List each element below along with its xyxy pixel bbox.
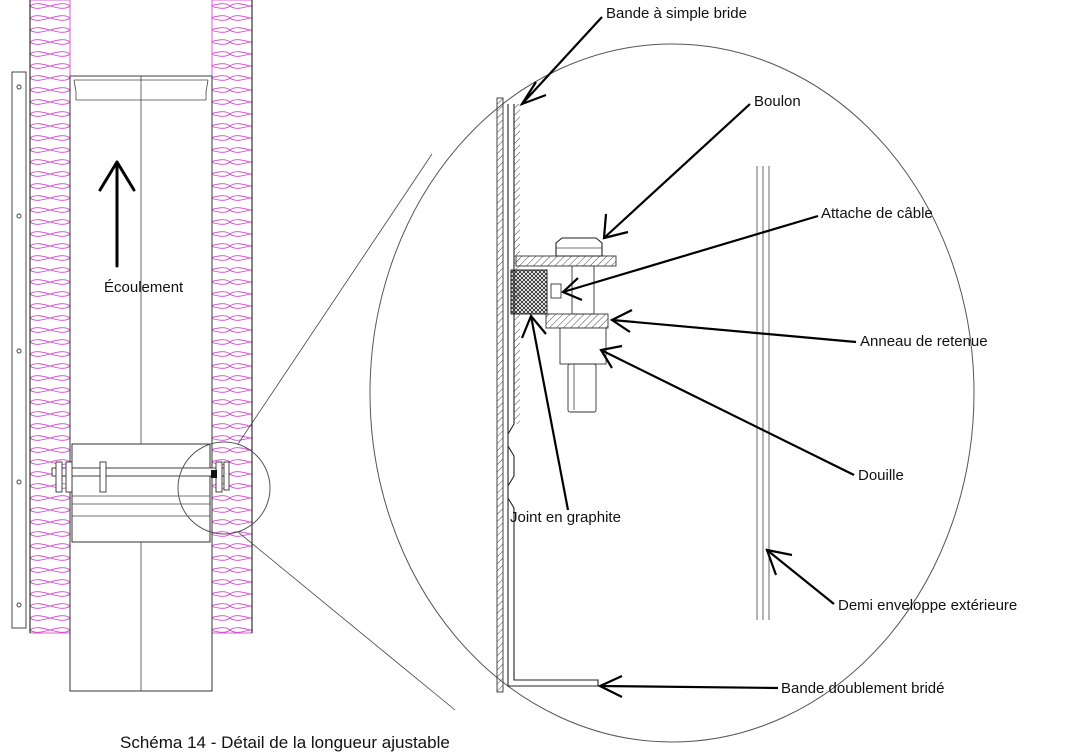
detail-ellipse <box>369 43 975 743</box>
label-outer-half-shell: Demi enveloppe extérieure <box>838 597 1017 614</box>
label-sleeve: Douille <box>858 467 904 484</box>
detail-view <box>369 43 975 743</box>
clamp-plate <box>515 255 617 267</box>
pipe-assembly: Écoulement <box>11 0 271 692</box>
detail-circle <box>177 441 271 535</box>
label-retaining-ring: Anneau de retenue <box>860 333 988 350</box>
insulation-right <box>211 0 253 634</box>
label-single-flange-band: Bande à simple bride <box>606 5 747 22</box>
callout-arrows <box>519 16 857 698</box>
mounting-holes <box>16 84 22 608</box>
graphite-seal-block <box>510 269 548 315</box>
joint-collar <box>71 443 211 543</box>
joint-bolts <box>55 461 230 493</box>
label-cable-tie: Attache de câble <box>821 205 933 222</box>
label-bolt: Boulon <box>754 93 801 110</box>
flow-label: Écoulement <box>104 279 184 296</box>
label-double-flange-band: Bande doublement bridé <box>781 680 944 697</box>
figure-caption: Schéma 14 - Détail de la longueur ajusta… <box>120 733 450 752</box>
insulation-left <box>29 0 71 634</box>
label-graphite-seal: Joint en graphite <box>510 509 621 526</box>
